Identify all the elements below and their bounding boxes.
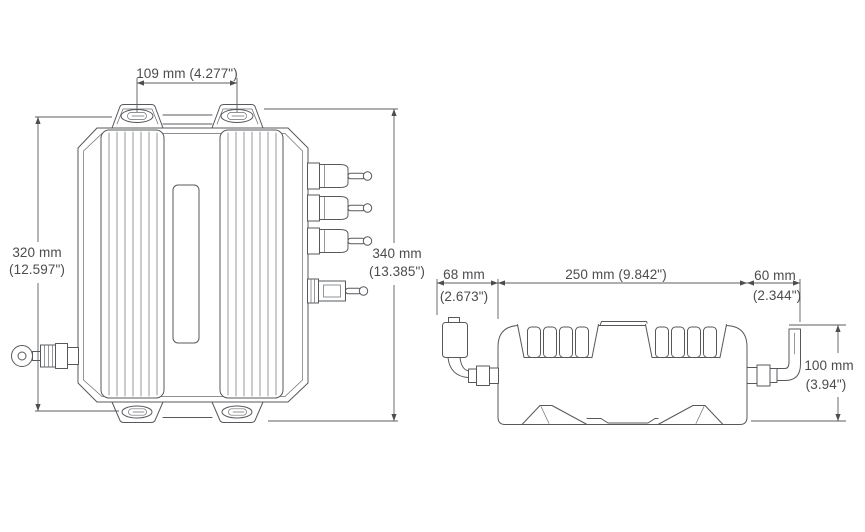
front-connector-pin-4: [307, 278, 369, 304]
dim-label-68mm: 68 mm: [443, 267, 485, 282]
front-connector-rca-1: [307, 162, 373, 190]
side-dim-body-length: 250 mm (9.842"): [498, 267, 747, 286]
dim-label-100mm-inches: (3.94"): [806, 377, 847, 392]
front-mount-tab-top-left: [111, 104, 164, 129]
dim-label-109mm: 109 mm (4.277"): [136, 66, 238, 81]
dim-label-320mm-inches: (12.597"): [9, 262, 65, 277]
side-dim-left-connector: 68 mm (2.673"): [436, 267, 499, 319]
front-dim-hole-spacing: 109 mm (4.277"): [136, 66, 238, 112]
front-mount-tab-bottom-right: [211, 401, 264, 423]
dim-label-340mm-inches: (13.385"): [369, 264, 425, 279]
front-dim-overall-height: 340 mm (13.385"): [264, 108, 425, 422]
front-connector-rca-2: [307, 194, 373, 222]
side-fin-group-right: [645, 323, 727, 358]
front-mount-tab-bottom-left: [111, 401, 164, 423]
front-view: 109 mm (4.277") 320 mm (12.597") 340 mm …: [9, 66, 425, 423]
front-mount-tab-top-right: [211, 104, 264, 129]
side-bottom-notch: [586, 418, 659, 424]
front-dim-mount-height: 320 mm (12.597"): [9, 116, 119, 412]
side-foot-left: [521, 405, 588, 425]
side-cable-elbow-right: [776, 328, 801, 381]
front-fin-panel-left: [100, 129, 165, 399]
front-fin-panel-right: [219, 129, 284, 399]
side-connector-right-gland: [746, 364, 778, 387]
dim-label-320mm: 320 mm: [12, 245, 61, 260]
dim-label-250mm: 250 mm (9.842"): [565, 267, 667, 282]
dim-label-60mm-inches: (2.344"): [753, 288, 801, 303]
side-view: 68 mm (2.673") 250 mm (9.842") 60 mm (2.…: [436, 267, 854, 425]
dim-label-340mm: 340 mm: [372, 246, 421, 261]
front-top-ridge: [162, 114, 213, 125]
front-label-recess: [172, 184, 200, 344]
side-top-plateau: [599, 321, 649, 326]
front-connector-ring-terminal: [11, 343, 79, 369]
dim-label-100mm: 100 mm: [804, 358, 853, 373]
front-connector-rca-3: [307, 227, 373, 255]
dim-label-68mm-inches: (2.673"): [440, 289, 488, 304]
dim-label-60mm: 60 mm: [754, 268, 796, 283]
side-foot-right: [657, 405, 724, 425]
side-fin-group-left: [517, 323, 599, 358]
side-connector-left: [442, 317, 499, 386]
side-dim-height: 100 mm (3.94"): [751, 324, 854, 422]
side-dim-right-connector: 60 mm (2.344"): [747, 268, 801, 322]
